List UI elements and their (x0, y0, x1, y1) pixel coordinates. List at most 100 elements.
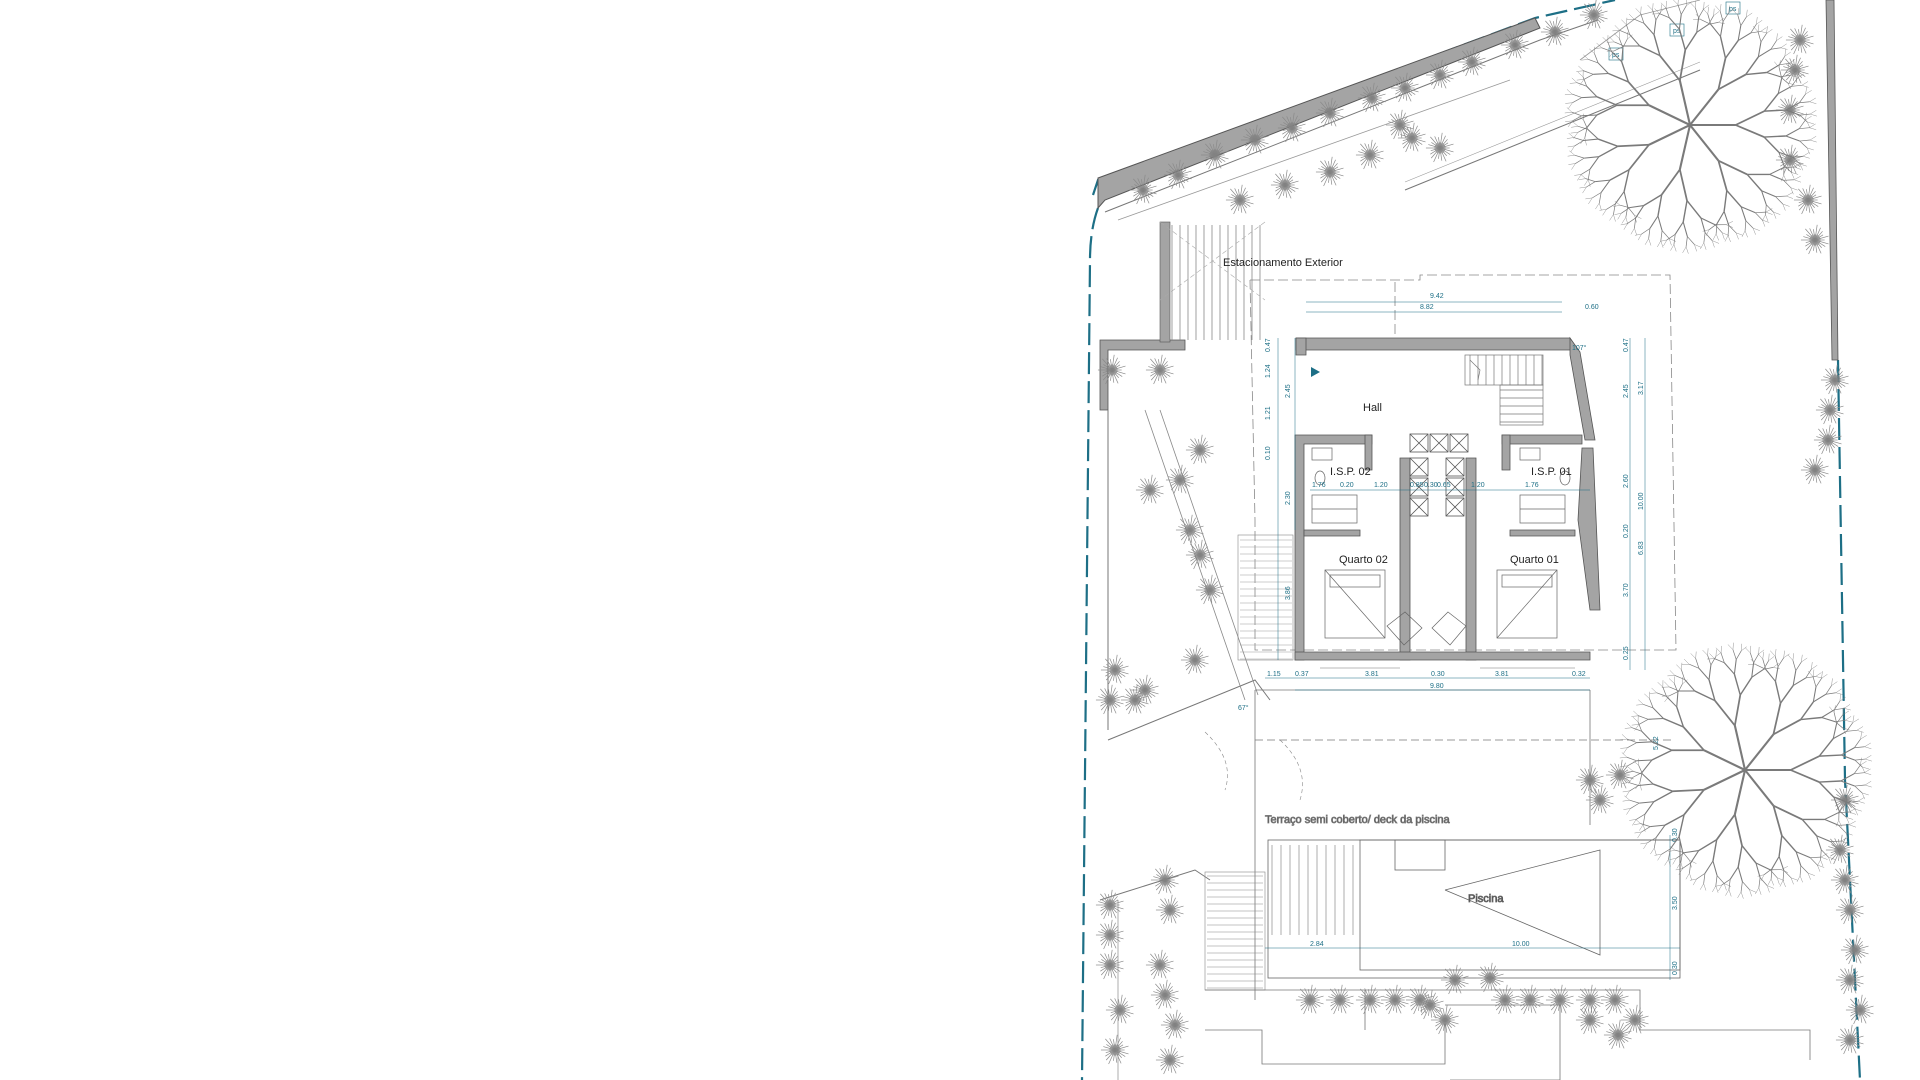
tree (1619, 642, 1872, 899)
service-shafts (1409, 433, 1469, 517)
dim-wc2-176: 1.76 (1312, 482, 1326, 489)
shrub (1425, 59, 1454, 90)
dim-bot-037: 0.37 (1295, 671, 1309, 678)
label-room2: Quarto 02 (1339, 554, 1388, 566)
trees (1564, 0, 1872, 899)
dim-left-245: 2.45 (1285, 384, 1292, 398)
shrub (1295, 984, 1324, 1015)
shrub (1835, 964, 1864, 995)
shrub (1145, 354, 1174, 385)
shrub (1180, 644, 1209, 675)
shrub (1415, 989, 1444, 1020)
dim-pool-030b: 0.30 (1672, 961, 1679, 975)
ps-tag-3: ps (1729, 6, 1737, 13)
label-hall: Hall (1363, 402, 1382, 414)
label-pool: Piscina (1468, 893, 1504, 905)
dim-mid-120a: 1.20 (1374, 482, 1388, 489)
shrub (1160, 1009, 1189, 1040)
dim-right-1000: 10.00 (1638, 492, 1645, 510)
stair-west (1237, 534, 1294, 661)
shrub (1100, 1034, 1129, 1065)
shrub (1585, 784, 1614, 815)
shrub (1780, 54, 1809, 85)
dim-bot-381b: 3.81 (1495, 671, 1509, 678)
dim-right-317: 3.17 (1638, 381, 1645, 395)
shrub (1835, 1024, 1864, 1055)
shrub (1355, 139, 1384, 170)
shrub (1800, 224, 1829, 255)
ps-tag-2: ps (1673, 28, 1681, 35)
shrub (1579, 0, 1608, 30)
shrub (1105, 994, 1134, 1025)
dim-left-047: 0.47 (1265, 338, 1272, 352)
shrub (1200, 139, 1229, 170)
shrub (1175, 514, 1204, 545)
tree (1564, 0, 1817, 254)
label-parking: Estacionamento Exterior (1223, 257, 1343, 269)
shrubs (1095, 0, 1874, 1075)
shrub (1605, 759, 1634, 790)
dim-bot-115: 1.15 (1267, 671, 1281, 678)
label-room1: Quarto 01 (1510, 554, 1559, 566)
dim-right-370: 3.70 (1623, 583, 1630, 597)
shrub (1575, 764, 1604, 795)
shrub (1575, 984, 1604, 1015)
dim-top-882: 8.82 (1420, 304, 1434, 311)
shrub (1095, 949, 1124, 980)
shrub (1357, 82, 1386, 113)
dimension-texts: 9.42 8.82 0.60 0.47 1.24 2.45 1.21 0.10 … (1238, 293, 1679, 975)
shrub (1457, 46, 1486, 77)
shrub (1385, 109, 1414, 140)
dim-right-047: 0.47 (1623, 338, 1630, 352)
shrub (1575, 1004, 1604, 1035)
stair-hall (1464, 354, 1544, 426)
dim-left-124: 1.24 (1265, 364, 1272, 378)
shrub (1835, 894, 1864, 925)
shrub (1325, 984, 1354, 1015)
shrub (1095, 684, 1124, 715)
shrub (1163, 159, 1192, 190)
shrub (1840, 934, 1869, 965)
dim-left-121: 1.21 (1265, 406, 1272, 420)
shrub (1390, 72, 1419, 103)
pool: Piscina (1267, 839, 1681, 979)
shrub (1475, 962, 1504, 993)
shrub (1603, 1019, 1632, 1050)
shrub (1315, 97, 1344, 128)
shrub (1225, 184, 1254, 215)
shrub (1545, 984, 1574, 1015)
dim-left-230: 2.30 (1285, 491, 1292, 505)
dim-bot-381a: 3.81 (1365, 671, 1379, 678)
dim-right-245: 2.45 (1623, 384, 1630, 398)
dim-right-683: 6.83 (1638, 541, 1645, 555)
shrub (1355, 984, 1384, 1015)
shrub (1130, 674, 1159, 705)
shrub (1500, 29, 1529, 60)
dim-mid-065: 0.65 (1437, 482, 1451, 489)
dim-right-025: 0.25 (1623, 646, 1630, 660)
dim-bot-030: 0.30 (1431, 671, 1445, 678)
parking-area: Estacionamento Exterior (1159, 221, 1343, 343)
shrub (1150, 864, 1179, 895)
retaining-wall-top (1097, 0, 1701, 221)
dim-pool-030a: 0.30 (1672, 828, 1679, 842)
shrub (1145, 949, 1174, 980)
dim-top-060: 0.60 (1585, 304, 1599, 311)
shrub (1270, 169, 1299, 200)
shrub (1095, 919, 1124, 950)
stair-southwest (1204, 871, 1266, 991)
shrub (1315, 156, 1344, 187)
shrub (1128, 174, 1157, 205)
label-terrace: Terraço semi coberto/ deck da piscina (1265, 814, 1451, 826)
bedroom-furniture (1324, 569, 1558, 646)
shrub (1150, 979, 1179, 1010)
shrub (1097, 354, 1126, 385)
shrub (1135, 474, 1164, 505)
terrace: Terraço semi coberto/ deck da piscina (1254, 689, 1675, 1000)
shrub (1165, 464, 1194, 495)
dim-angle-1: 107° (1572, 344, 1587, 352)
shrub (1775, 94, 1804, 125)
bathroom-fixtures (1311, 447, 1571, 524)
shrub (1830, 864, 1859, 895)
shrub (1120, 684, 1149, 715)
